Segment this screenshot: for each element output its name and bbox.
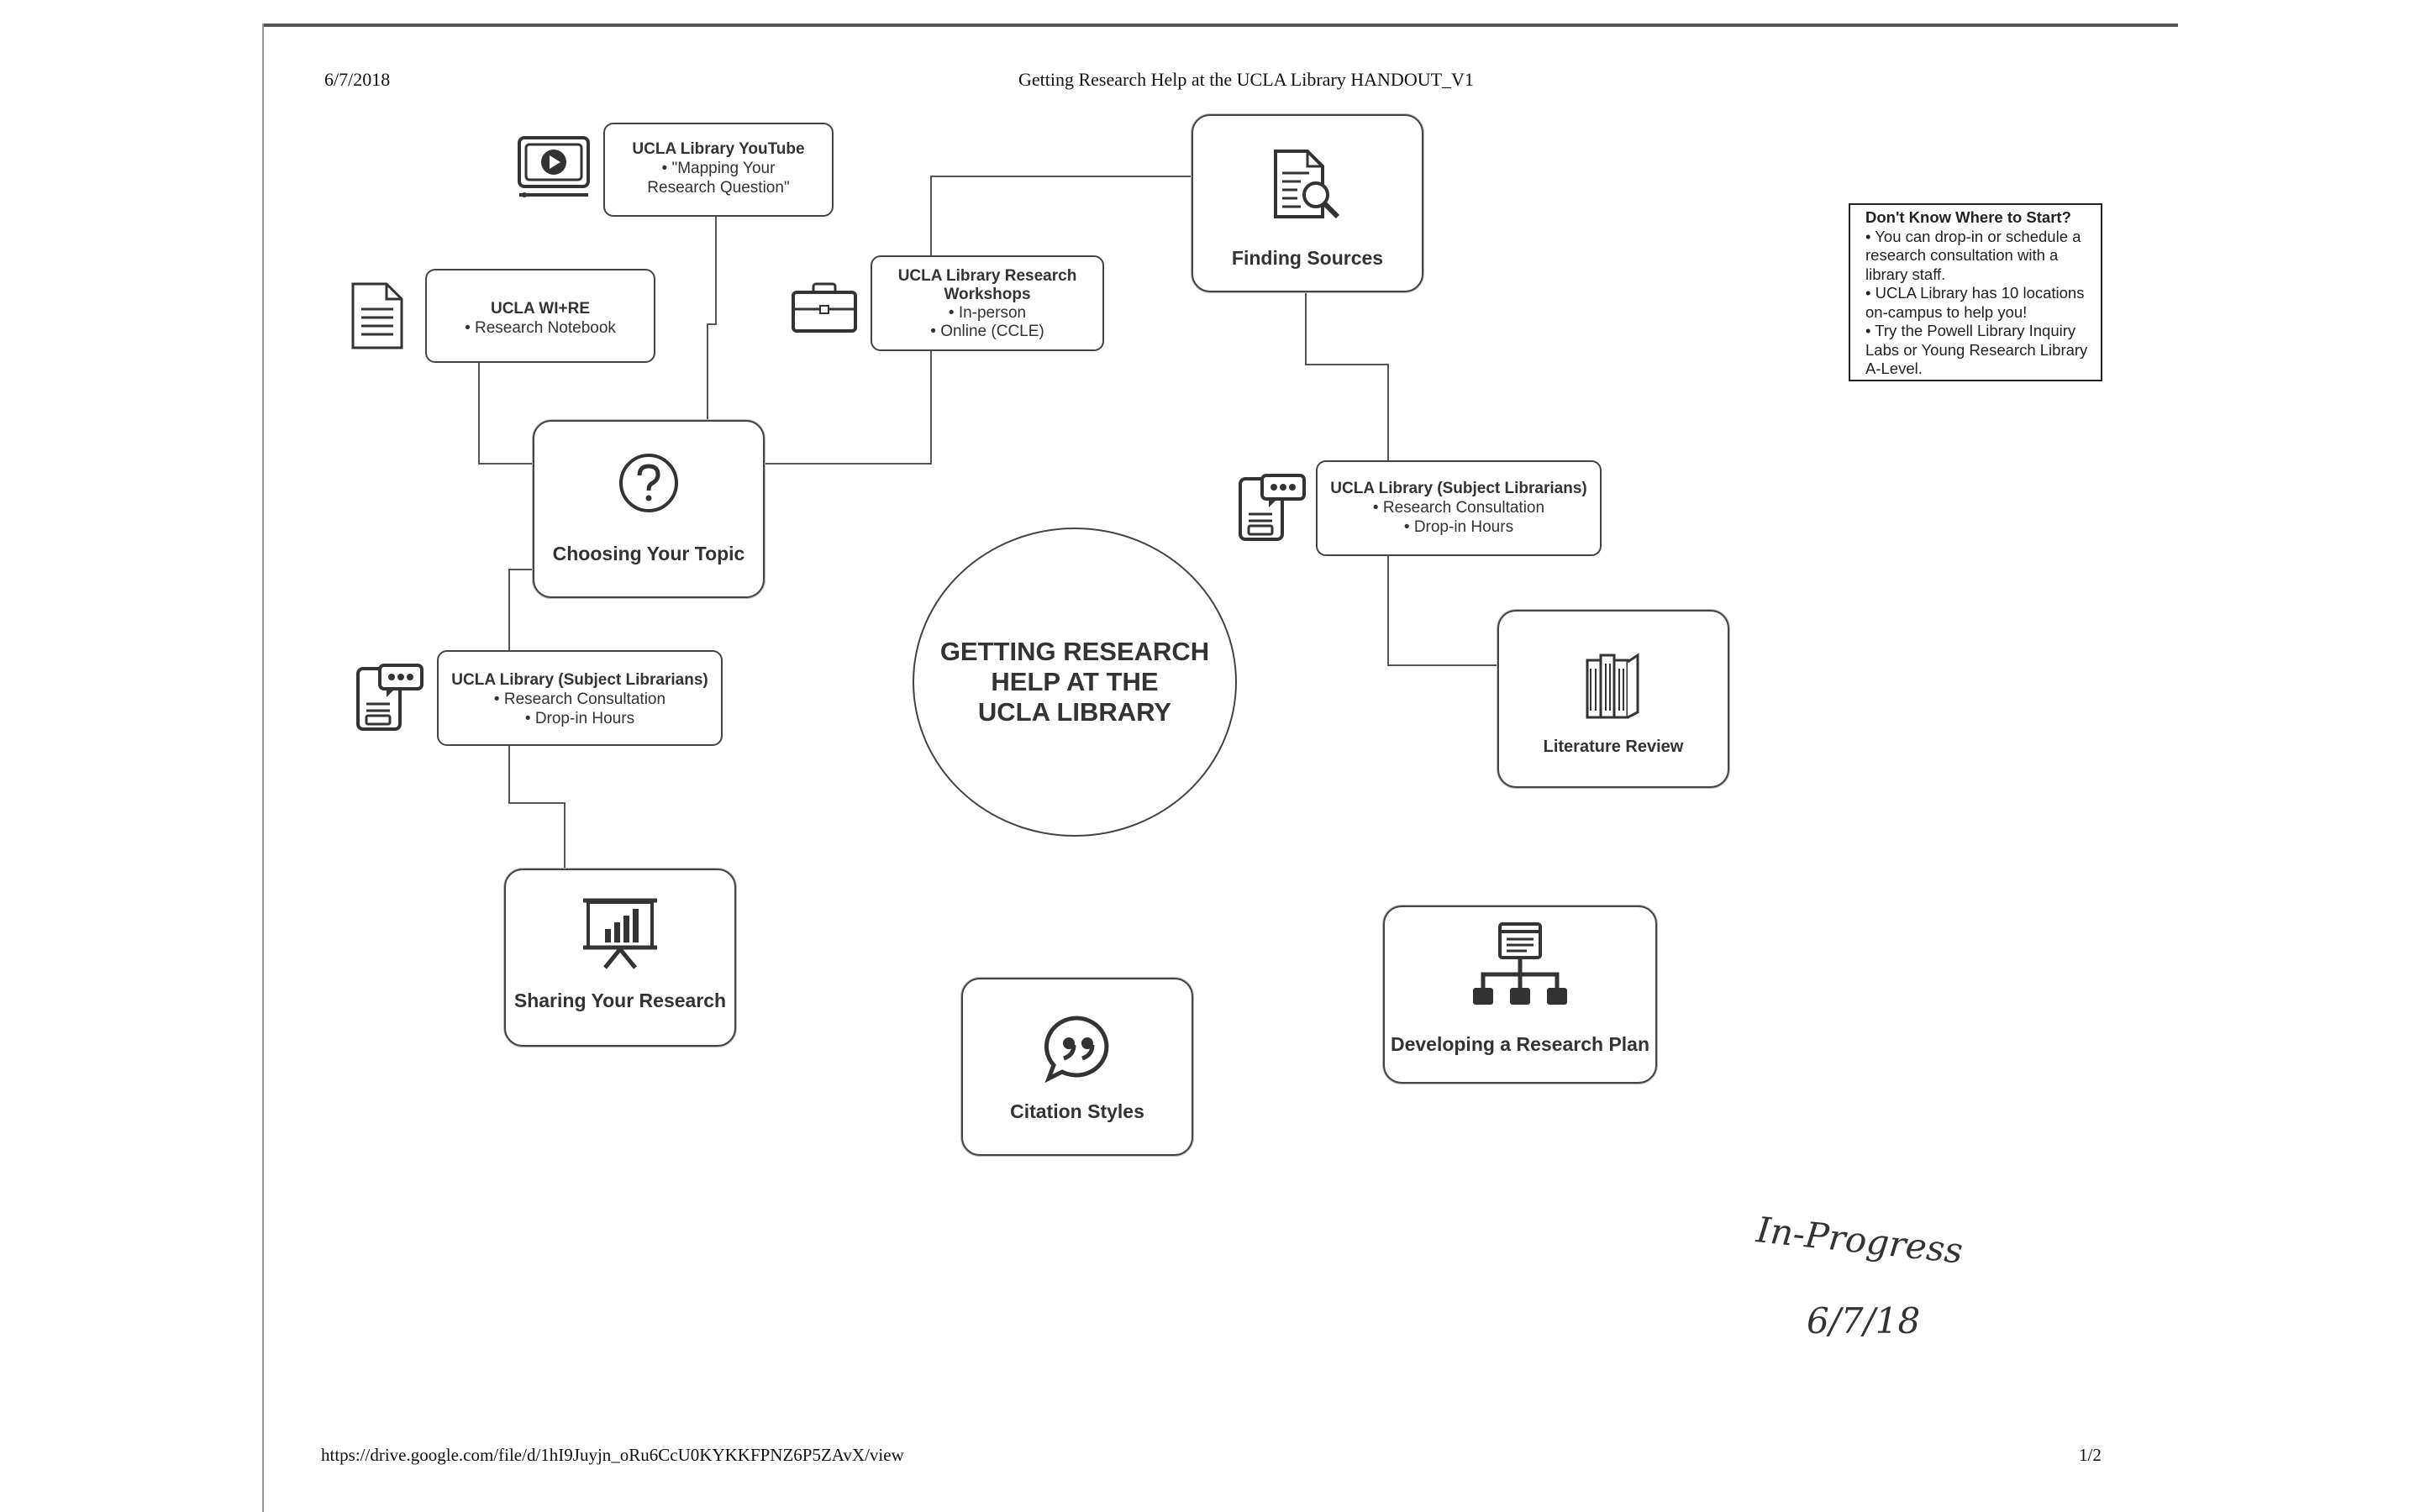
start-help-box: Don't Know Where to Start? • You can dro… [1849,203,2102,381]
presentation-chart-icon [580,895,660,971]
node-citation-styles: Citation Styles [961,978,1193,1156]
page-top-edge [262,24,2178,27]
briefcase-icon [790,281,859,339]
connector-youtube-to-topic [707,217,717,420]
quote-bubble-icon [1042,1013,1113,1084]
connector-wire-to-topic [478,363,534,465]
resource-subject-left-title: UCLA Library (Subject Librarians) [451,671,708,689]
header-date: 6/7/2018 [324,69,391,90]
start-help-item: • You can drop-in or schedule a research… [1865,227,2081,283]
node-choosing-topic: Choosing Your Topic [533,420,765,598]
footer-page-number: 1/2 [2079,1445,2102,1465]
page-left-edge [262,24,264,1512]
resource-youtube-body: • "Mapping Your Research Question" [647,160,790,197]
sitemap-icon [1468,921,1572,1010]
resource-workshops-line2: • Online (CCLE) [930,323,1044,340]
connector-finding-to-subject-right [1305,291,1389,462]
resource-youtube: UCLA Library YouTube • "Mapping Your Res… [603,123,834,217]
center-circle: GETTING RESEARCH HELP AT THE UCLA LIBRAR… [913,528,1237,837]
video-play-icon [516,134,592,204]
node-finding-sources: Finding Sources [1192,114,1423,292]
node-sharing-research-label: Sharing Your Research [513,990,727,1011]
resource-subject-right-title: UCLA Library (Subject Librarians) [1330,480,1587,497]
connector-subject-right-to-litreview [1387,556,1497,666]
node-research-plan-label: Developing a Research Plan [1390,1033,1650,1055]
handwritten-date: 6/7/18 [1807,1300,1921,1341]
node-sharing-research: Sharing Your Research [504,869,736,1047]
document-search-icon [1272,148,1343,223]
resource-subject-right-line2: • Drop-in Hours [1403,518,1514,536]
connector-topic-to-subject-left [508,569,534,650]
node-literature-review-label: Literature Review [1543,738,1684,756]
resource-subject-left-line1: • Research Consultation [493,690,666,708]
node-finding-sources-label: Finding Sources [1231,247,1384,269]
center-title: GETTING RESEARCH HELP AT THE UCLA LIBRAR… [939,637,1210,727]
books-icon [1584,648,1643,721]
connector-subject-left-to-sharing [508,746,566,869]
footer-url: https://drive.google.com/file/d/1hI9Juyj… [321,1445,904,1465]
resource-workshops: UCLA Library Research Workshops • In-per… [871,255,1104,351]
node-citation-styles-label: Citation Styles [1010,1100,1144,1122]
resource-wire: UCLA WI+RE • Research Notebook [425,269,655,363]
question-circle-icon [618,452,680,514]
resource-workshops-title: UCLA Library Research Workshops [897,267,1077,303]
start-help-item: • UCLA Library has 10 locations on-campu… [1865,284,2085,321]
resource-subject-right-line1: • Research Consultation [1372,499,1545,517]
node-research-plan: Developing a Research Plan [1383,906,1657,1084]
resource-subject-left-line2: • Drop-in Hours [524,710,635,727]
resource-wire-title: UCLA WI+RE [490,300,591,318]
resource-workshops-line1: • In-person [948,304,1027,322]
chat-document-icon [1235,470,1309,549]
header-title: Getting Research Help at the UCLA Librar… [1018,69,1474,90]
resource-wire-body: • Research Notebook [465,319,616,337]
start-help-item: • Try the Powell Library Inquiry Labs or… [1865,322,2088,377]
resource-youtube-title: UCLA Library YouTube [632,140,805,158]
node-literature-review: Literature Review [1497,610,1729,788]
chat-document-icon [353,660,427,738]
resource-subject-librarians-right: UCLA Library (Subject Librarians) • Rese… [1316,460,1602,556]
node-choosing-topic-label: Choosing Your Topic [552,543,745,564]
resource-subject-librarians-left: UCLA Library (Subject Librarians) • Rese… [437,650,723,746]
document-icon [350,281,405,355]
start-help-heading: Don't Know Where to Start? [1865,208,2071,226]
